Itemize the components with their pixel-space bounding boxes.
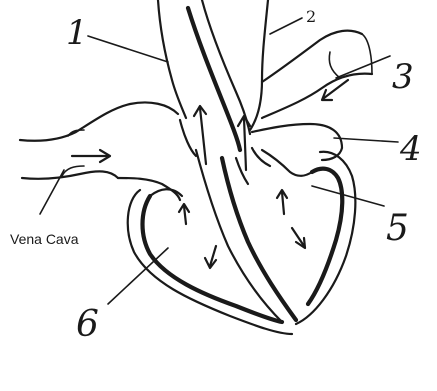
left-atrium-outline	[252, 124, 342, 160]
pulmonary-vein-lower	[262, 74, 372, 118]
arrow-up-right-ventricle	[179, 204, 189, 224]
aorta-left-wall	[158, 0, 186, 118]
right-ventricle-valve	[180, 120, 196, 156]
pulmonary-vessels	[252, 31, 372, 160]
arrow-up-left-ventricle	[277, 190, 287, 214]
label-2: 2	[306, 7, 316, 26]
left-ventricle-valve	[252, 148, 270, 166]
leader-5	[312, 186, 384, 206]
label-1: 1	[66, 13, 88, 53]
leader-2	[270, 18, 302, 34]
label-3: 3	[392, 57, 414, 97]
vena-cava-upper	[20, 102, 178, 140]
left-ventricle-top	[262, 150, 312, 176]
arrow-down-right-ventricle	[205, 246, 216, 268]
arrow-into-left-atrium	[322, 80, 348, 100]
aortic-septum-wall	[188, 8, 240, 150]
arrow-into-atrium	[72, 150, 110, 162]
great-vessels	[158, 0, 268, 150]
label-4: 4	[399, 129, 422, 169]
vena-cava-lower	[22, 171, 118, 178]
pulmonary-vein-cap	[329, 52, 340, 78]
arrow-down-left-ventricle	[292, 228, 305, 248]
label-vena-cava: Vena Cava	[10, 231, 79, 247]
aorta-right-wall	[250, 0, 268, 130]
label-5: 5	[386, 208, 409, 249]
leader-1	[88, 36, 168, 62]
leader-vena-cava	[40, 170, 64, 214]
leader-4	[334, 138, 398, 142]
pulmonary-vessel-tip	[362, 34, 372, 74]
leader-6	[108, 248, 168, 304]
label-6: 6	[76, 304, 99, 345]
